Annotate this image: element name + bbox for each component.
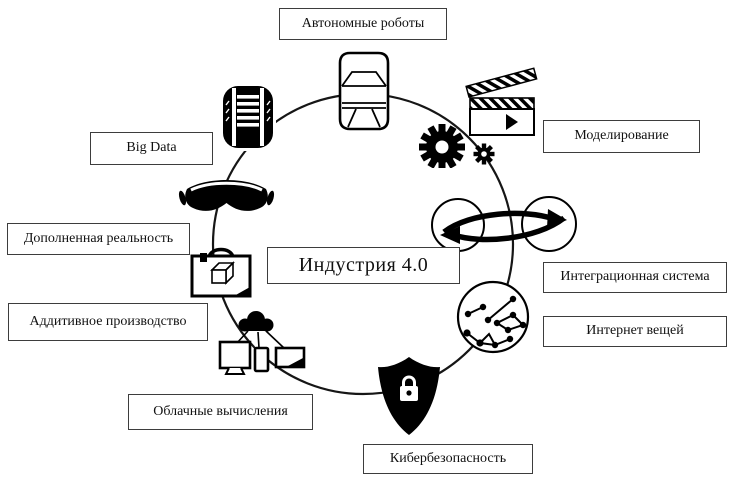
laptop-icon [274, 346, 306, 369]
cloud-icon [238, 311, 274, 332]
cube-icon [210, 261, 235, 285]
label-autonomous-robots: Автономные роботы [279, 8, 447, 40]
server-database-icon [220, 83, 276, 151]
integration-sync-arrows-icon [431, 196, 577, 252]
autonomous-car-icon [338, 51, 390, 131]
shield-lock-icon [378, 357, 440, 435]
label-internet-of-things: Интернет вещей [543, 316, 727, 347]
iot-network-globe-icon [456, 280, 530, 354]
label-big-data: Big Data [90, 132, 213, 165]
cloud-devices-icon [218, 311, 306, 375]
clapperboard-gears-icon [419, 67, 538, 168]
label-additive-manufacturing: Аддитивное производство [8, 303, 208, 341]
label-augmented-reality: Дополненная реальность [7, 223, 190, 255]
padlock-icon [400, 375, 418, 401]
label-modeling: Моделирование [543, 120, 700, 153]
ar-goggles-icon [178, 180, 275, 211]
gears-icon [419, 124, 495, 168]
label-cybersecurity: Кибербезопасность [363, 444, 533, 474]
label-integration-system: Интеграционная система [543, 262, 727, 293]
printer-cube-case-icon [190, 247, 252, 298]
phone-icon [253, 346, 270, 373]
monitor-icon [218, 340, 252, 375]
play-icon [506, 114, 518, 130]
clapperboard-icon [465, 67, 538, 136]
center-title: Индустрия 4.0 [267, 247, 460, 284]
label-cloud-computing: Облачные вычисления [128, 394, 313, 430]
